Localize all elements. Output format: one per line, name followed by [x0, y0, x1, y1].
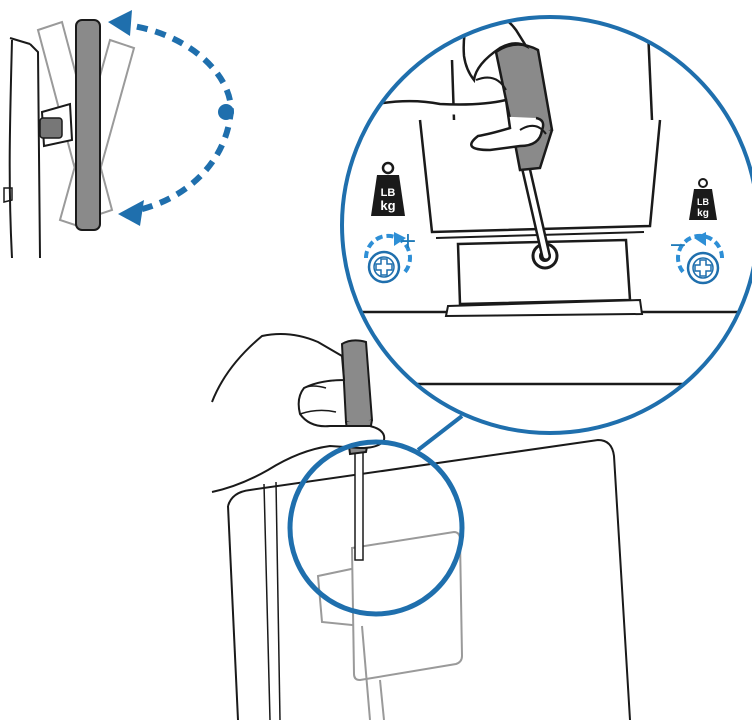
monitor-rotation-arrow-icon: [108, 10, 132, 36]
weight-unit-lb: LB: [697, 197, 709, 207]
weight-unit-kg: kg: [697, 208, 709, 219]
increase-sign: +: [399, 229, 417, 254]
monitor-rotation-diagram: [4, 10, 234, 258]
phillips-screw-icon: [688, 253, 718, 283]
phillips-screw-icon: [369, 252, 399, 282]
weight-unit-kg: kg: [380, 198, 395, 213]
monitor-panel: [76, 20, 100, 230]
decrease-sign: −: [669, 233, 687, 258]
zoom-detail: [330, 11, 752, 433]
